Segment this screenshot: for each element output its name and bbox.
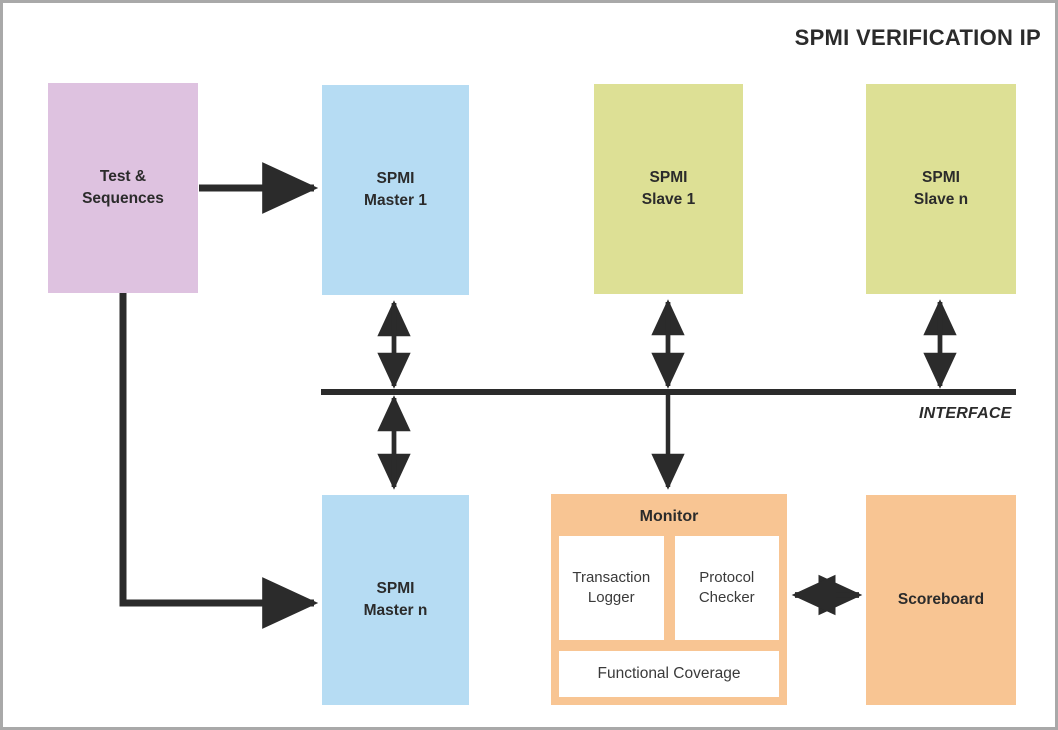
arrow-test-to-master-n [119,293,319,629]
monitor-title: Monitor [639,508,699,525]
block-spmi-master-1-line1: SPMI [376,169,415,187]
page-title: SPMI VERIFICATION IP [794,25,1041,50]
block-spmi-slave-n-line1: SPMI [922,168,960,186]
block-spmi-master-n[interactable]: SPMI Master n [322,495,469,705]
block-spmi-slave-1[interactable]: SPMI Slave 1 [594,84,743,294]
monitor-protocol-checker[interactable]: Protocol Checker [674,536,779,640]
block-test-sequences-line1: Test & [99,167,147,185]
block-spmi-master-1[interactable]: SPMI Master 1 [322,85,469,295]
block-spmi-master-n-line2: Master n [363,602,428,619]
block-monitor[interactable]: Monitor Transaction Logger Protocol Chec… [551,494,787,705]
block-scoreboard[interactable]: Scoreboard [866,495,1016,705]
monitor-subblock-row: Transaction Logger Protocol Checker [559,536,779,640]
block-test-sequences[interactable]: Test & Sequences [48,83,198,293]
block-spmi-slave-n[interactable]: SPMI Slave n [866,84,1016,294]
block-spmi-slave-1-line1: SPMI [649,168,688,186]
block-spmi-master-n-line1: SPMI [376,579,415,597]
block-spmi-master-1-line2: Master 1 [364,192,427,209]
block-spmi-slave-n-line2: Slave n [913,191,969,208]
monitor-functional-coverage[interactable]: Functional Coverage [559,651,779,697]
block-spmi-slave-1-line2: Slave 1 [641,191,696,208]
block-test-sequences-line2: Sequences [82,190,164,207]
block-scoreboard-label: Scoreboard [897,590,985,608]
interface-label: INTERFACE [919,405,1012,422]
interface-bus-line [321,389,1016,395]
monitor-transaction-logger[interactable]: Transaction Logger [559,536,664,640]
